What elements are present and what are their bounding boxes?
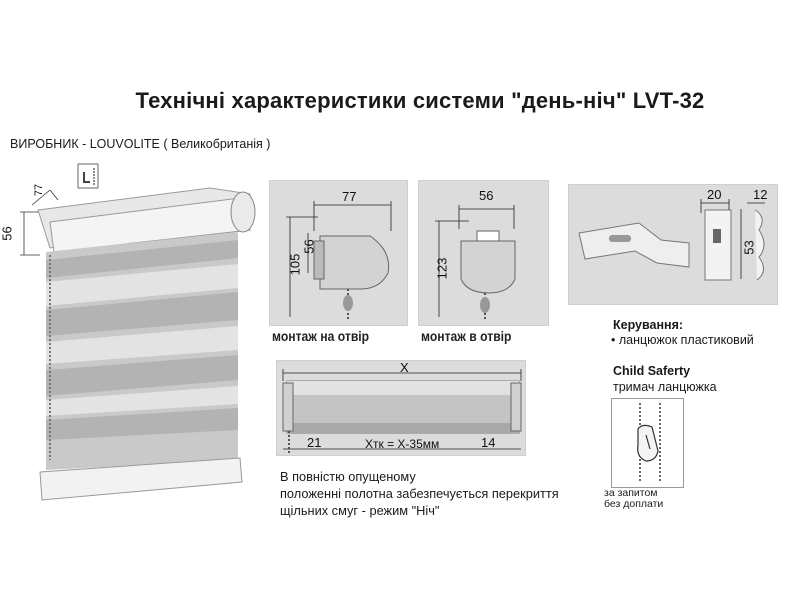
request-note: за запитом без доплати (604, 488, 663, 510)
night-mode-note-line2: положенні полотна забезпечується перекри… (280, 486, 559, 501)
control-item: • ланцюжок пластиковий (611, 333, 754, 347)
tube-left-offset: 21 (307, 435, 322, 450)
bracket-depth: 12 (753, 187, 768, 202)
tube-formula: Xтк = X-35мм (365, 437, 440, 451)
mount-in-opening-height: 123 (434, 257, 450, 280)
mount-opening-caption: монтаж на отвір (272, 329, 370, 344)
mount-opening-height: 105 (287, 253, 303, 276)
bracket-height: 53 (741, 240, 757, 255)
mount-opening-width: 77 (342, 189, 357, 204)
tube-right-offset: 14 (481, 435, 496, 450)
child-safety-subtitle: тримач ланцюжка (613, 380, 717, 394)
night-mode-note-line3: щільних смуг - режим "Ніч" (280, 503, 440, 518)
tube-x-label: X (400, 360, 409, 375)
night-mode-note-line1: В повністю опущеному (280, 469, 416, 484)
bracket-panel: 20 12 53 (568, 184, 778, 305)
child-safety-title: Child Saferty (613, 364, 691, 378)
mount-opening-panel: 77 105 56 (269, 180, 408, 326)
chain-holder-illustration (611, 398, 684, 488)
blind-depth-dim: 77 (33, 183, 46, 197)
bracket-width: 20 (707, 187, 722, 202)
tube-panel: X 21 Xтк = X-35мм 14 (276, 360, 526, 456)
blind-height-dim: 56 (0, 226, 15, 241)
mount-opening-bracket: 56 (301, 239, 317, 254)
control-title: Керування: (613, 318, 684, 332)
blind-illustration (10, 160, 260, 520)
request-note-line2: без доплати (604, 498, 664, 510)
mount-in-opening-panel: 56 123 (418, 180, 549, 326)
night-mode-note: В повністю опущеному положенні полотна з… (280, 468, 600, 519)
manufacturer-label: ВИРОБНИК - LOUVOLITE ( Великобританія ) (10, 137, 271, 151)
mount-in-opening-width: 56 (479, 188, 494, 203)
page-title: Технічні характеристики системи "день-ні… (135, 88, 705, 113)
mount-in-opening-caption: монтаж в отвір (421, 329, 512, 344)
request-note-line1: за запитом (604, 487, 658, 499)
